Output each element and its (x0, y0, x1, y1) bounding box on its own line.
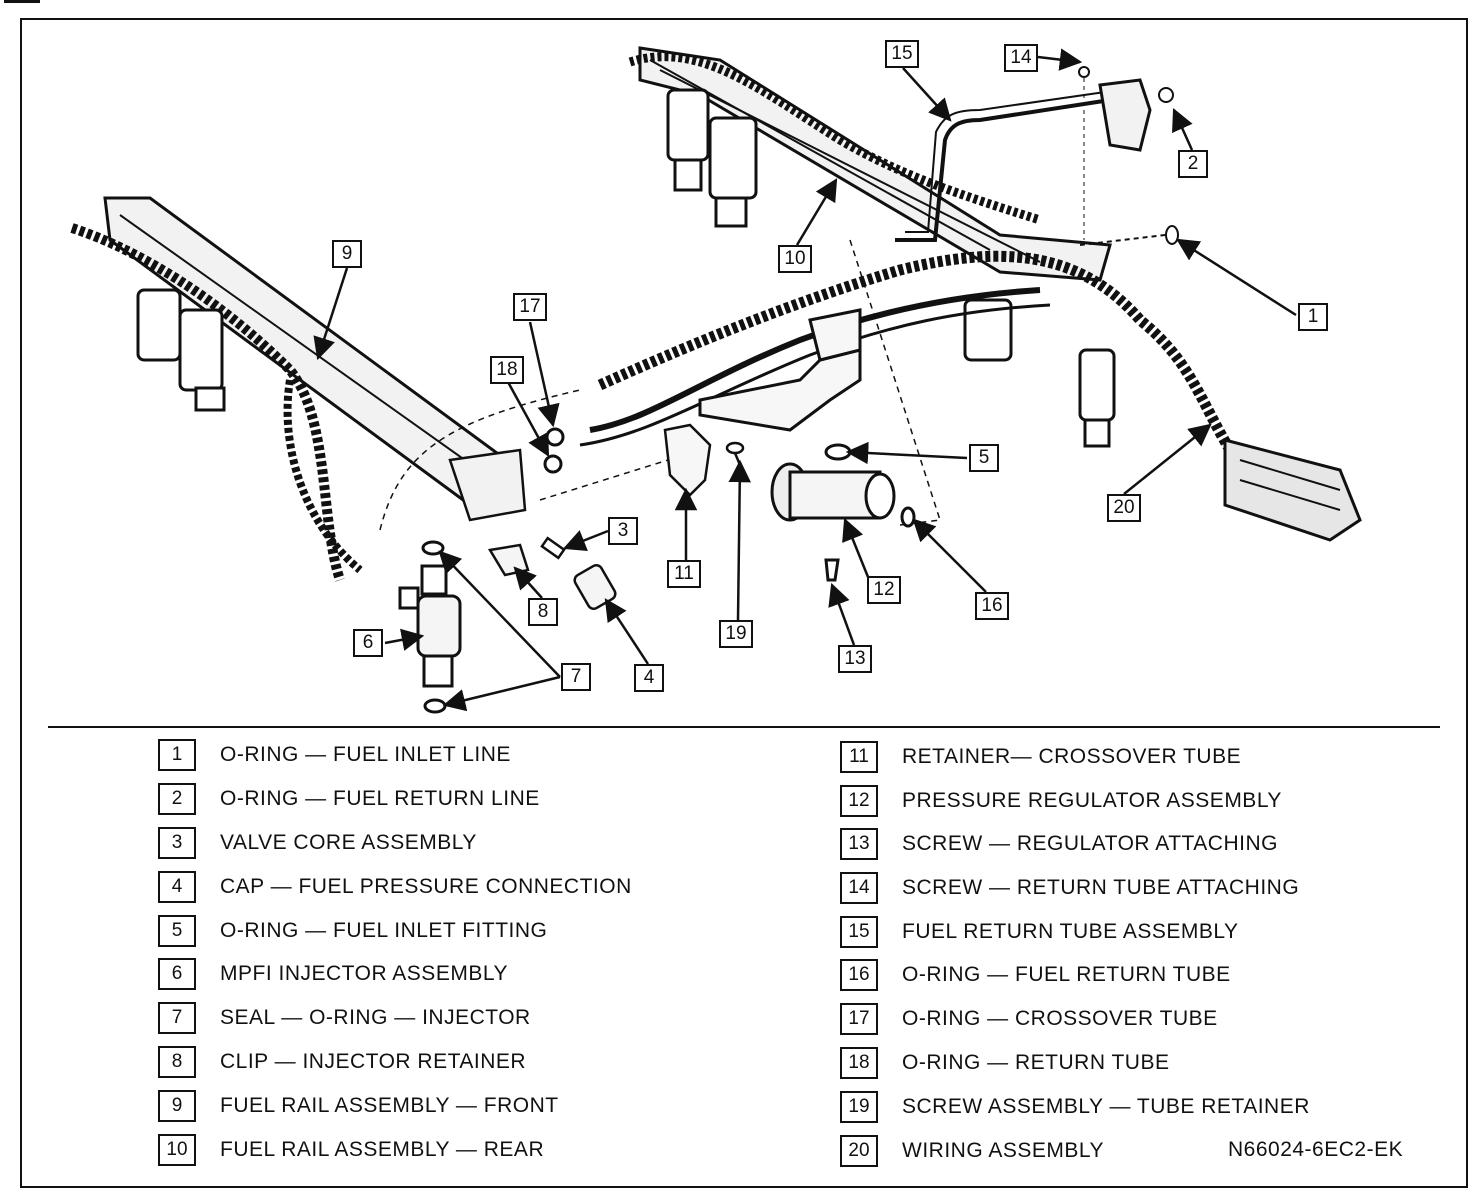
legend-text: O-RING — FUEL INLET LINE (220, 743, 511, 766)
legend-number: 7 (158, 1002, 196, 1034)
legend-number: 8 (158, 1046, 196, 1078)
leader-lines (313, 48, 1297, 712)
legend-text: WIRING ASSEMBLY (902, 1139, 1104, 1162)
callout-6: 6 (353, 629, 383, 657)
callout-14: 14 (1004, 44, 1038, 72)
callout-2: 2 (1178, 150, 1208, 178)
callout-5: 5 (969, 444, 999, 472)
legend-number: 6 (158, 958, 196, 990)
legend-text: O-RING — FUEL RETURN LINE (220, 787, 540, 810)
callout-1: 1 (1298, 303, 1328, 331)
fuel-pressure-fittings (448, 448, 617, 611)
injector-assembly-exploded (398, 540, 462, 714)
callout-20: 20 (1107, 494, 1141, 522)
legend-text: SCREW — RETURN TUBE ATTACHING (902, 876, 1300, 899)
legend-number: 18 (840, 1047, 878, 1079)
wiring-harness (597, 250, 1362, 542)
legend-number: 16 (840, 959, 878, 991)
retainer-and-screw (663, 423, 745, 497)
callout-4: 4 (634, 664, 664, 692)
legend-text: CAP — FUEL PRESSURE CONNECTION (220, 875, 632, 898)
callout-3: 3 (608, 517, 638, 545)
legend-number: 12 (840, 785, 878, 817)
legend-item: 19 SCREW ASSEMBLY — TUBE RETAINER (840, 1089, 1310, 1125)
callout-17: 17 (513, 293, 547, 321)
front-fuel-rail (70, 196, 522, 582)
legend-number: 9 (158, 1090, 196, 1122)
legend-number: 10 (158, 1134, 196, 1166)
callout-8: 8 (528, 598, 558, 626)
legend-item: 13 SCREW — REGULATOR ATTACHING (840, 826, 1278, 862)
legend-item: 5 O-RING — FUEL INLET FITTING (158, 913, 547, 949)
legend-text: O-RING — CROSSOVER TUBE (902, 1007, 1218, 1030)
legend-item: 12 PRESSURE REGULATOR ASSEMBLY (840, 783, 1282, 819)
legend-text: SCREW — REGULATOR ATTACHING (902, 832, 1278, 855)
legend-text: FUEL RETURN TUBE ASSEMBLY (902, 920, 1239, 943)
callout-16: 16 (975, 592, 1009, 620)
legend-number: 19 (840, 1091, 878, 1123)
callout-11: 11 (667, 560, 701, 588)
inlet-o-ring (1079, 225, 1179, 246)
legend-item: 1 O-RING — FUEL INLET LINE (158, 737, 511, 773)
legend-number: 17 (840, 1003, 878, 1035)
exploded-parts-diagram (70, 46, 1362, 714)
callout-19: 19 (719, 620, 753, 648)
callout-15: 15 (885, 40, 919, 68)
legend-text: MPFI INJECTOR ASSEMBLY (220, 962, 508, 985)
callout-12: 12 (867, 576, 901, 604)
legend-number: 5 (158, 915, 196, 947)
legend-item: 11 RETAINER— CROSSOVER TUBE (840, 739, 1241, 775)
corner-mark (4, 0, 40, 3)
legend-text: SEAL — O-RING — INJECTOR (220, 1006, 531, 1029)
callout-18: 18 (490, 356, 524, 384)
legend-text: FUEL RAIL ASSEMBLY — REAR (220, 1138, 545, 1161)
legend-item: 17 O-RING — CROSSOVER TUBE (840, 1001, 1218, 1037)
callout-7: 7 (561, 663, 591, 691)
legend-text: O-RING — RETURN TUBE (902, 1051, 1170, 1074)
legend-number: 11 (840, 741, 878, 773)
legend-item: 14 SCREW — RETURN TUBE ATTACHING (840, 870, 1299, 906)
legend-number: 2 (158, 783, 196, 815)
legend-item: 16 O-RING — FUEL RETURN TUBE (840, 957, 1231, 993)
legend-item: 6 MPFI INJECTOR ASSEMBLY (158, 956, 508, 992)
callout-9: 9 (332, 240, 362, 268)
legend-item: 10 FUEL RAIL ASSEMBLY — REAR (158, 1132, 544, 1168)
legend-number: 4 (158, 871, 196, 903)
figure-code: N66024-6EC2-EK (1228, 1138, 1404, 1161)
legend-item: 4 CAP — FUEL PRESSURE CONNECTION (158, 869, 632, 905)
legend-item: 8 CLIP — INJECTOR RETAINER (158, 1044, 526, 1080)
legend-text: O-RING — FUEL RETURN TUBE (902, 963, 1231, 986)
legend-item: 3 VALVE CORE ASSEMBLY (158, 825, 477, 861)
mounting-bracket (698, 308, 862, 432)
legend-item: 2 O-RING — FUEL RETURN LINE (158, 781, 540, 817)
legend-item: 18 O-RING — RETURN TUBE (840, 1045, 1169, 1081)
fuel-return-tube (895, 66, 1174, 242)
legend-item: 7 SEAL — O-RING — INJECTOR (158, 1000, 531, 1036)
legend-text: RETAINER— CROSSOVER TUBE (902, 745, 1242, 768)
legend-number: 13 (840, 828, 878, 860)
legend-item: 20 WIRING ASSEMBLY (840, 1133, 1104, 1169)
legend-number: 1 (158, 739, 196, 771)
legend-text: VALVE CORE ASSEMBLY (220, 831, 477, 854)
legend-number: 20 (840, 1135, 878, 1167)
legend-text: O-RING — FUEL INLET FITTING (220, 919, 548, 942)
legend-text: PRESSURE REGULATOR ASSEMBLY (902, 789, 1282, 812)
legend-text: CLIP — INJECTOR RETAINER (220, 1050, 527, 1073)
legend-number: 3 (158, 827, 196, 859)
crossover-tube (543, 287, 1051, 474)
legend-item: 15 FUEL RETURN TUBE ASSEMBLY (840, 914, 1239, 950)
figure-frame (20, 18, 1468, 1188)
legend-item: 9 FUEL RAIL ASSEMBLY — FRONT (158, 1088, 559, 1124)
callout-10: 10 (778, 245, 812, 273)
rear-fuel-rail (628, 46, 1116, 448)
legend-number: 15 (840, 916, 878, 948)
legend-text: SCREW ASSEMBLY — TUBE RETAINER (902, 1095, 1310, 1118)
legend-number: 14 (840, 872, 878, 904)
legend-text: FUEL RAIL ASSEMBLY — FRONT (220, 1094, 559, 1117)
legend-divider (48, 726, 1440, 728)
callout-13: 13 (838, 645, 872, 673)
pressure-regulator (770, 443, 916, 582)
